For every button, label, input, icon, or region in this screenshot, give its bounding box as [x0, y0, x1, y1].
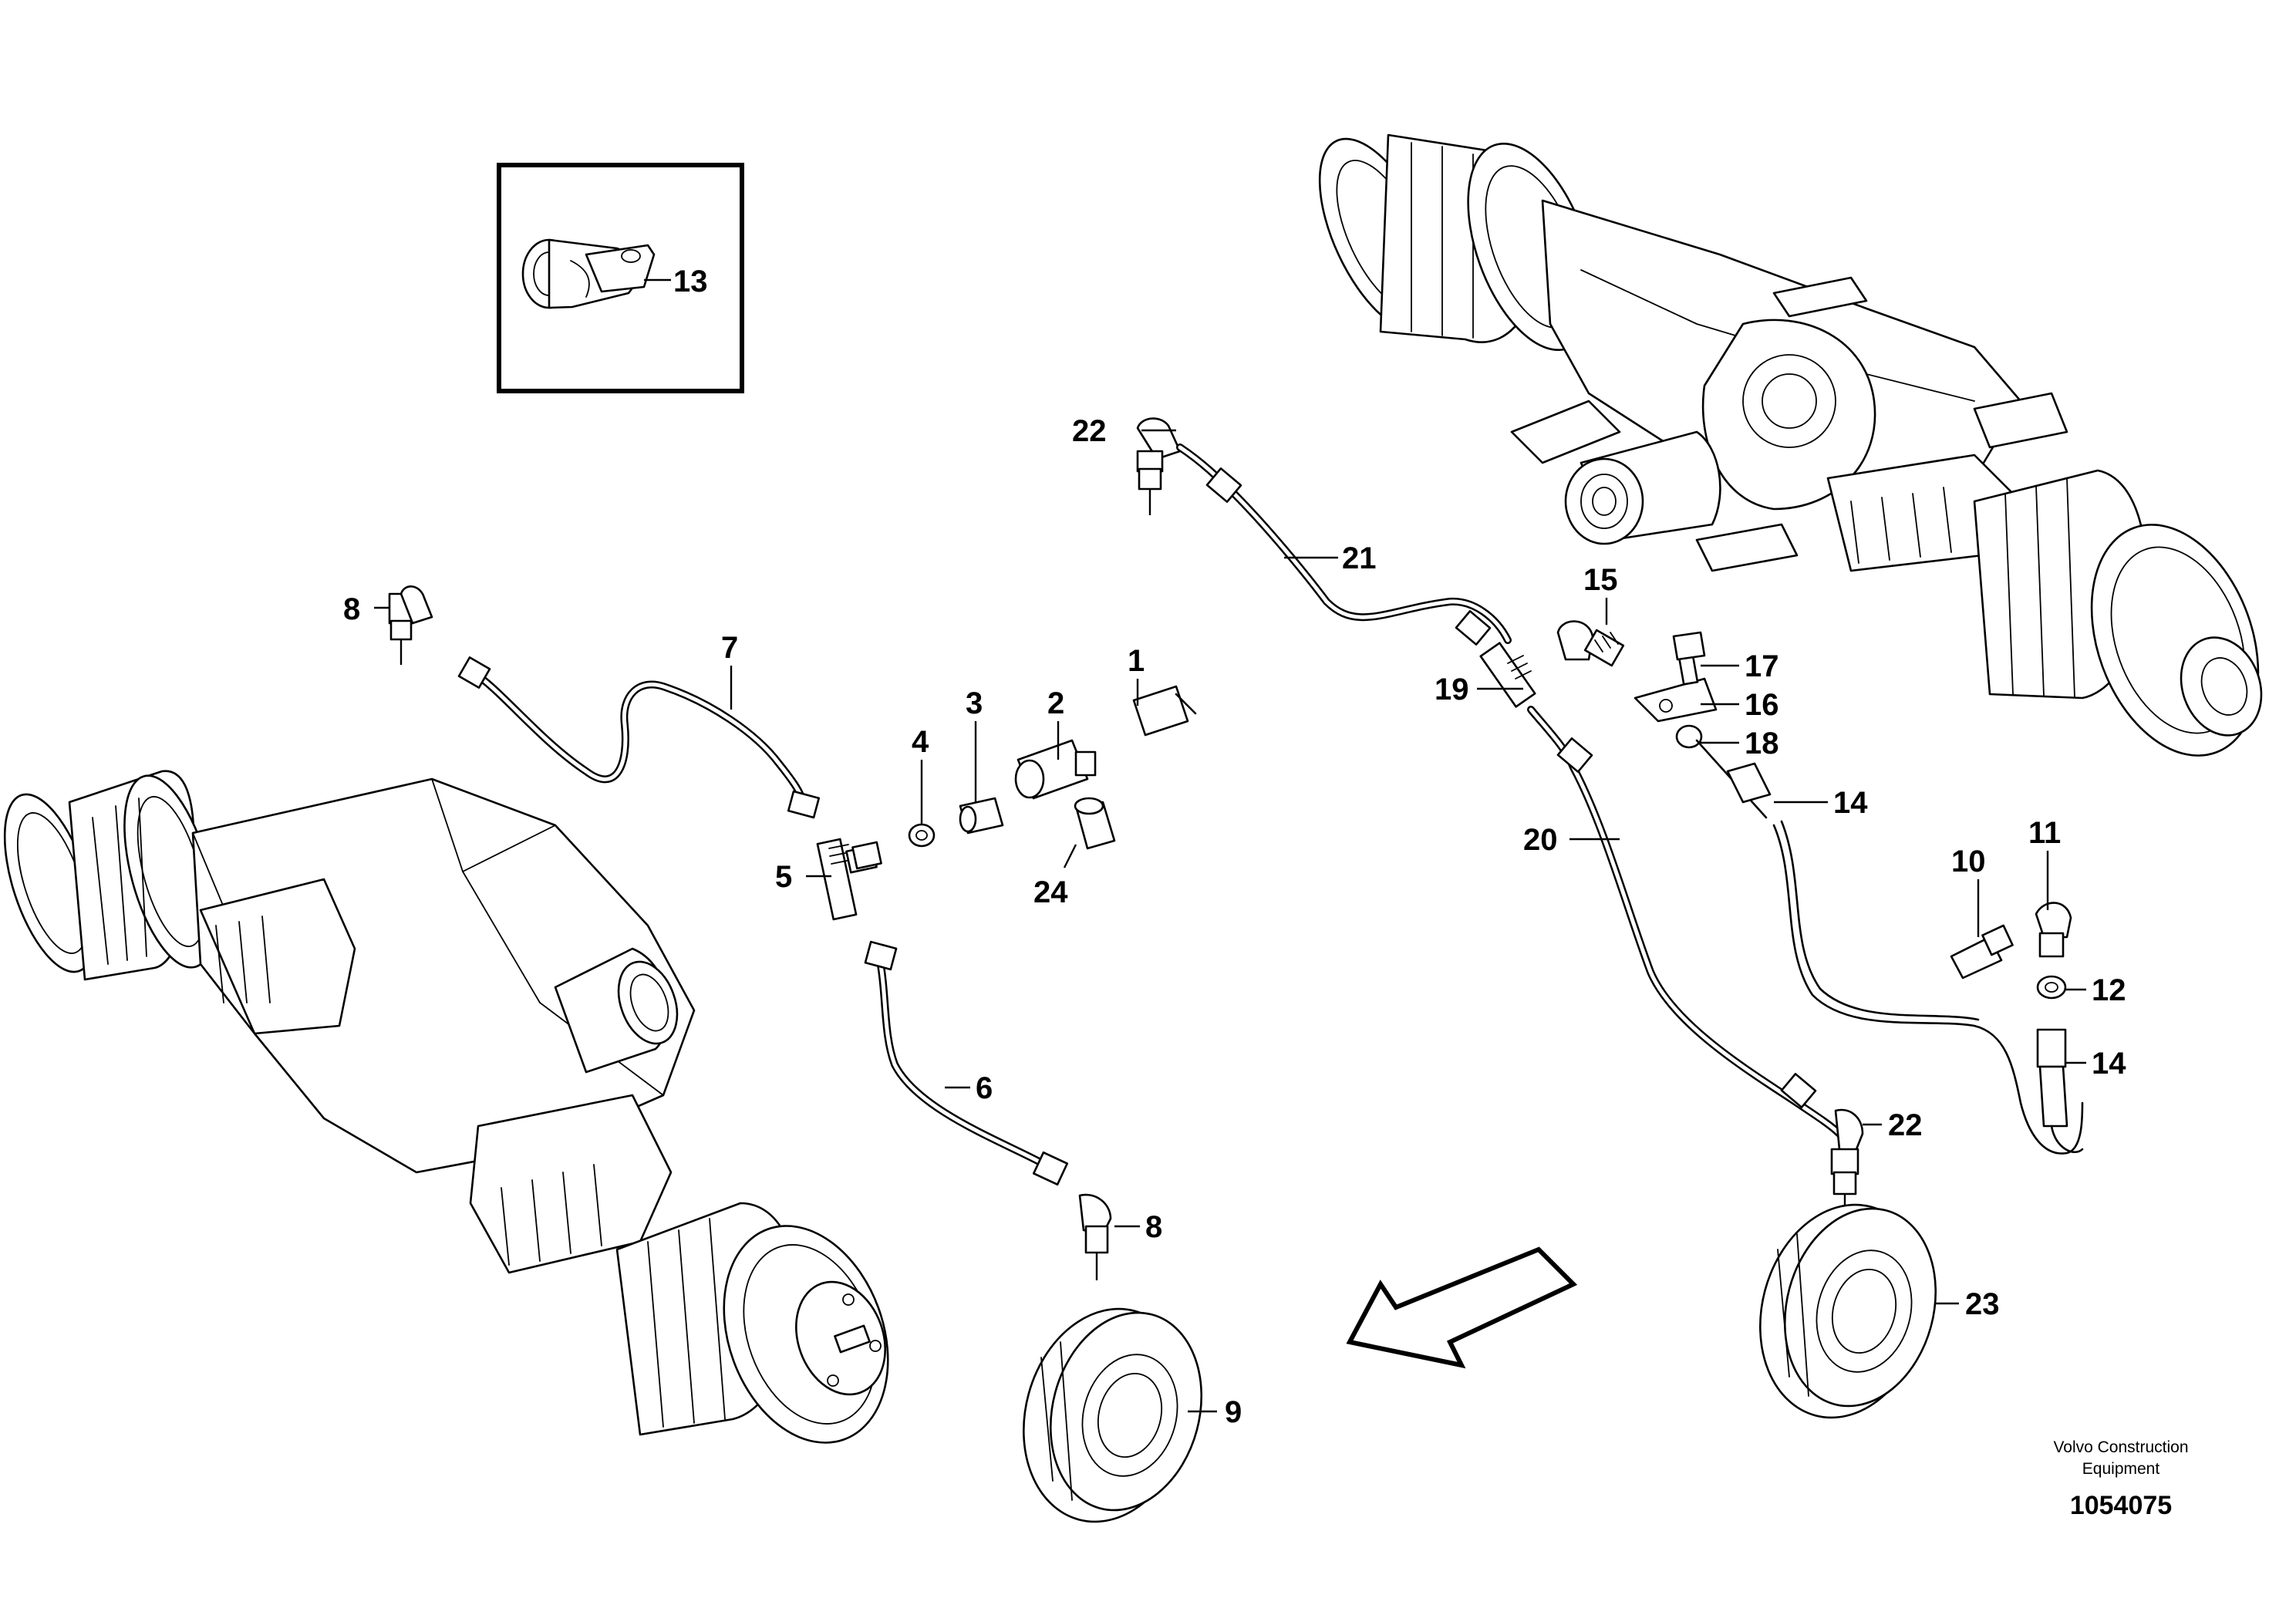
callout-14-upper: 14 — [1833, 786, 1868, 820]
drawing-credit: Volvo Construction Equipment 1054075 — [2053, 1438, 2188, 1520]
front-axle — [3, 770, 889, 1444]
callout-11: 11 — [2028, 816, 2061, 850]
bolt-17 — [1672, 631, 1706, 686]
rear-brake-lines — [1136, 417, 2084, 1222]
drawing-number: 1054075 — [2070, 1491, 2172, 1520]
front-brake-lines — [388, 585, 1112, 1280]
callout-14-lower: 14 — [2092, 1047, 2126, 1081]
clamp-inset — [497, 163, 744, 393]
fitting-group-right — [1950, 902, 2084, 1154]
elbow-fitting-15 — [1556, 620, 1625, 667]
callout-2: 2 — [1047, 686, 1064, 720]
elbow-fitting-22-lower — [1830, 1108, 1864, 1222]
callout-21: 21 — [1342, 541, 1377, 575]
callout-19: 19 — [1435, 673, 1469, 706]
elbow-fitting-22-upper — [1136, 417, 1182, 515]
sensor-cluster — [851, 685, 1197, 870]
brake-disc-9 — [1022, 1307, 1203, 1523]
callout-labels: 13 22 21 15 17 19 16 18 14 8 7 1 3 2 4 5… — [343, 265, 2126, 1429]
callout-9: 9 — [1225, 1395, 1242, 1429]
callout-24: 24 — [1033, 875, 1068, 909]
callout-3: 3 — [966, 686, 983, 720]
elbow-fitting-8-upper — [388, 585, 491, 689]
callout-10: 10 — [1951, 845, 1986, 878]
callout-13: 13 — [673, 265, 708, 298]
brake-disc-23 — [1758, 1203, 1937, 1419]
t-piece-19 — [1479, 642, 1536, 708]
callout-17: 17 — [1745, 649, 1779, 683]
callout-23: 23 — [1965, 1287, 2000, 1321]
elbow-fitting-8-lower — [1032, 1151, 1112, 1280]
callout-7: 7 — [721, 631, 738, 665]
forward-direction-arrow — [1346, 1246, 1578, 1369]
callout-15: 15 — [1583, 563, 1618, 597]
callout-4: 4 — [912, 725, 929, 759]
callout-20: 20 — [1523, 823, 1558, 857]
callout-8-lower: 8 — [1145, 1210, 1162, 1244]
callout-16: 16 — [1745, 688, 1779, 722]
callout-12: 12 — [2092, 973, 2126, 1007]
callout-8-upper: 8 — [343, 592, 360, 626]
callout-22-upper: 22 — [1072, 414, 1107, 448]
clamp-drawing — [521, 238, 656, 309]
manufacturer-line-2: Equipment — [2082, 1460, 2160, 1478]
callout-22-lower: 22 — [1888, 1108, 1923, 1142]
callout-18: 18 — [1745, 727, 1779, 760]
manufacturer-line-1: Volvo Construction — [2053, 1438, 2188, 1456]
callout-1: 1 — [1128, 644, 1145, 678]
rear-axle — [1318, 133, 2263, 757]
leader-lines — [374, 429, 2086, 1413]
callout-5: 5 — [775, 860, 792, 894]
callout-6: 6 — [976, 1071, 993, 1105]
